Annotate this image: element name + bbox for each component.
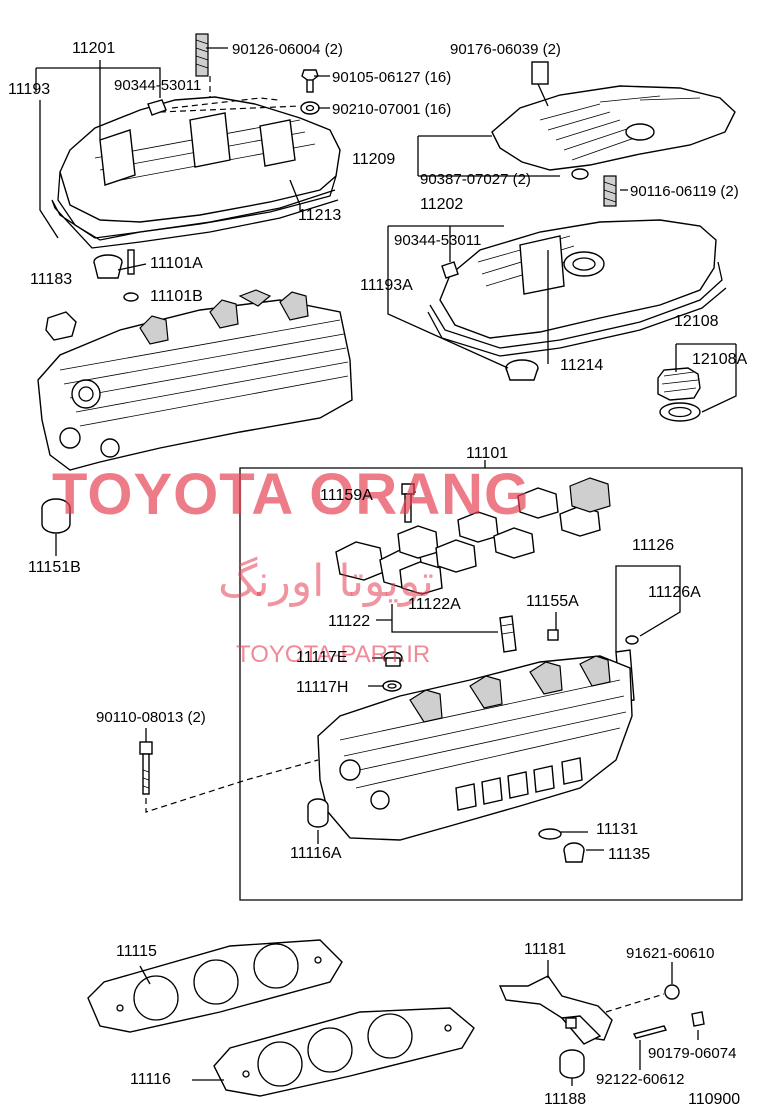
- ring-11126a: [625, 635, 639, 645]
- diagram-code: 110900: [688, 1091, 741, 1108]
- pin-11155a: [547, 629, 559, 641]
- label-11116: 11116: [130, 1071, 171, 1088]
- label-11122a: 11122A: [408, 596, 461, 613]
- label-11126a: 11126A: [648, 584, 701, 601]
- cylinder-head-main: [317, 655, 633, 841]
- label-92122-60612: 92122-60612: [596, 1071, 685, 1088]
- seal-11151b: [41, 498, 71, 534]
- label-11151b: 11151B: [28, 559, 81, 576]
- nut-90387: [571, 168, 589, 180]
- cam-cover-left: [57, 96, 341, 241]
- label-11115: 11115: [116, 943, 157, 960]
- label-11213: 11213: [298, 207, 342, 224]
- plug-11117e: [383, 651, 403, 667]
- plug-11116a: [307, 798, 329, 828]
- pipe-11122a: [499, 615, 517, 653]
- cam-cover-right: [439, 219, 717, 339]
- plug-11193a: [505, 359, 539, 381]
- head-gasket-11115: [87, 939, 343, 1033]
- label-90210-07001: 90210-07001 (16): [332, 101, 452, 118]
- label-11101b: 11101B: [150, 288, 203, 305]
- label-90344-53011-right: 90344-53011: [394, 232, 482, 249]
- watermark-url: TOYOTA-PART.IR: [236, 641, 431, 668]
- label-11209: 11209: [352, 151, 396, 168]
- bolt-91621: [664, 984, 680, 1000]
- label-91621-60610: 91621-60610: [626, 945, 715, 962]
- gasket-11193: [51, 189, 339, 249]
- cylinder-head-box: [239, 460, 743, 901]
- label-11117h: 11117H: [296, 679, 349, 696]
- gasket-11117h: [382, 680, 402, 692]
- label-11193a: 11193A: [360, 277, 413, 294]
- camshaft-bearing-caps: [335, 477, 611, 595]
- label-11181: 11181: [524, 941, 567, 958]
- label-11202: 11202: [420, 196, 464, 213]
- cylinder-head-upper: [37, 289, 353, 471]
- gasket-12108a: [659, 402, 701, 422]
- pin-92122: [632, 1025, 668, 1039]
- label-11188: 11188: [544, 1091, 587, 1108]
- bolt-90126: [195, 33, 209, 77]
- label-11183: 11183: [30, 271, 73, 288]
- watermark-brand: TOYOTA ORANG: [52, 462, 531, 527]
- label-11101: 11101: [466, 445, 509, 462]
- grommet-90176: [531, 61, 549, 107]
- washer-11101b: [123, 292, 139, 302]
- label-11155a: 11155A: [526, 593, 579, 610]
- bolt-11159a: [401, 483, 415, 523]
- bolt-90110: [139, 741, 153, 795]
- plug-11183: [45, 311, 77, 341]
- label-11131: 11131: [596, 821, 639, 838]
- gasket-11131: [538, 828, 562, 840]
- label-11117e: 11117E: [296, 649, 348, 666]
- label-11101a: 11101A: [150, 255, 203, 272]
- label-11116a: 11116A: [290, 845, 342, 862]
- seal-11135: [563, 842, 585, 863]
- nut-90179: [691, 1011, 705, 1027]
- label-90344-53011-left: 90344-53011: [114, 77, 202, 94]
- label-90110-08013: 90110-08013 (2): [96, 709, 206, 726]
- label-11201: 11201: [72, 40, 116, 57]
- bolt-90105: [301, 69, 319, 93]
- label-12108: 12108: [674, 313, 719, 330]
- label-12108a: 12108A: [692, 351, 748, 368]
- plug-11188: [559, 1049, 585, 1079]
- seal-90344-left: [147, 99, 167, 116]
- head-gasket-11116: [213, 1007, 475, 1097]
- stud-90116: [603, 175, 617, 207]
- washer-90210: [300, 101, 320, 115]
- plug-11101a: [93, 249, 135, 279]
- label-11159a: 11159A: [320, 487, 373, 504]
- engine-cover: [491, 85, 736, 171]
- label-11214: 11214: [560, 357, 604, 374]
- label-90126-06004: 90126-06004 (2): [232, 41, 343, 58]
- label-90176-06039: 90176-06039 (2): [450, 41, 561, 58]
- label-90105-06127: 90105-06127 (16): [332, 69, 452, 86]
- label-90116-06119: 90116-06119 (2): [630, 183, 739, 200]
- label-90179-06074: 90179-06074: [648, 1045, 737, 1062]
- label-11193: 11193: [8, 81, 51, 98]
- label-11135: 11135: [608, 846, 651, 863]
- watermark-brand-persian: تویوتا اورنگ: [218, 556, 434, 607]
- oil-filler-cap: [657, 367, 701, 401]
- label-90387-07027: 90387-07027 (2): [420, 171, 531, 188]
- bracket-11181: [498, 975, 613, 1045]
- seal-90344-right: [441, 261, 459, 279]
- label-11126: 11126: [632, 537, 675, 554]
- label-11122: 11122: [328, 613, 371, 630]
